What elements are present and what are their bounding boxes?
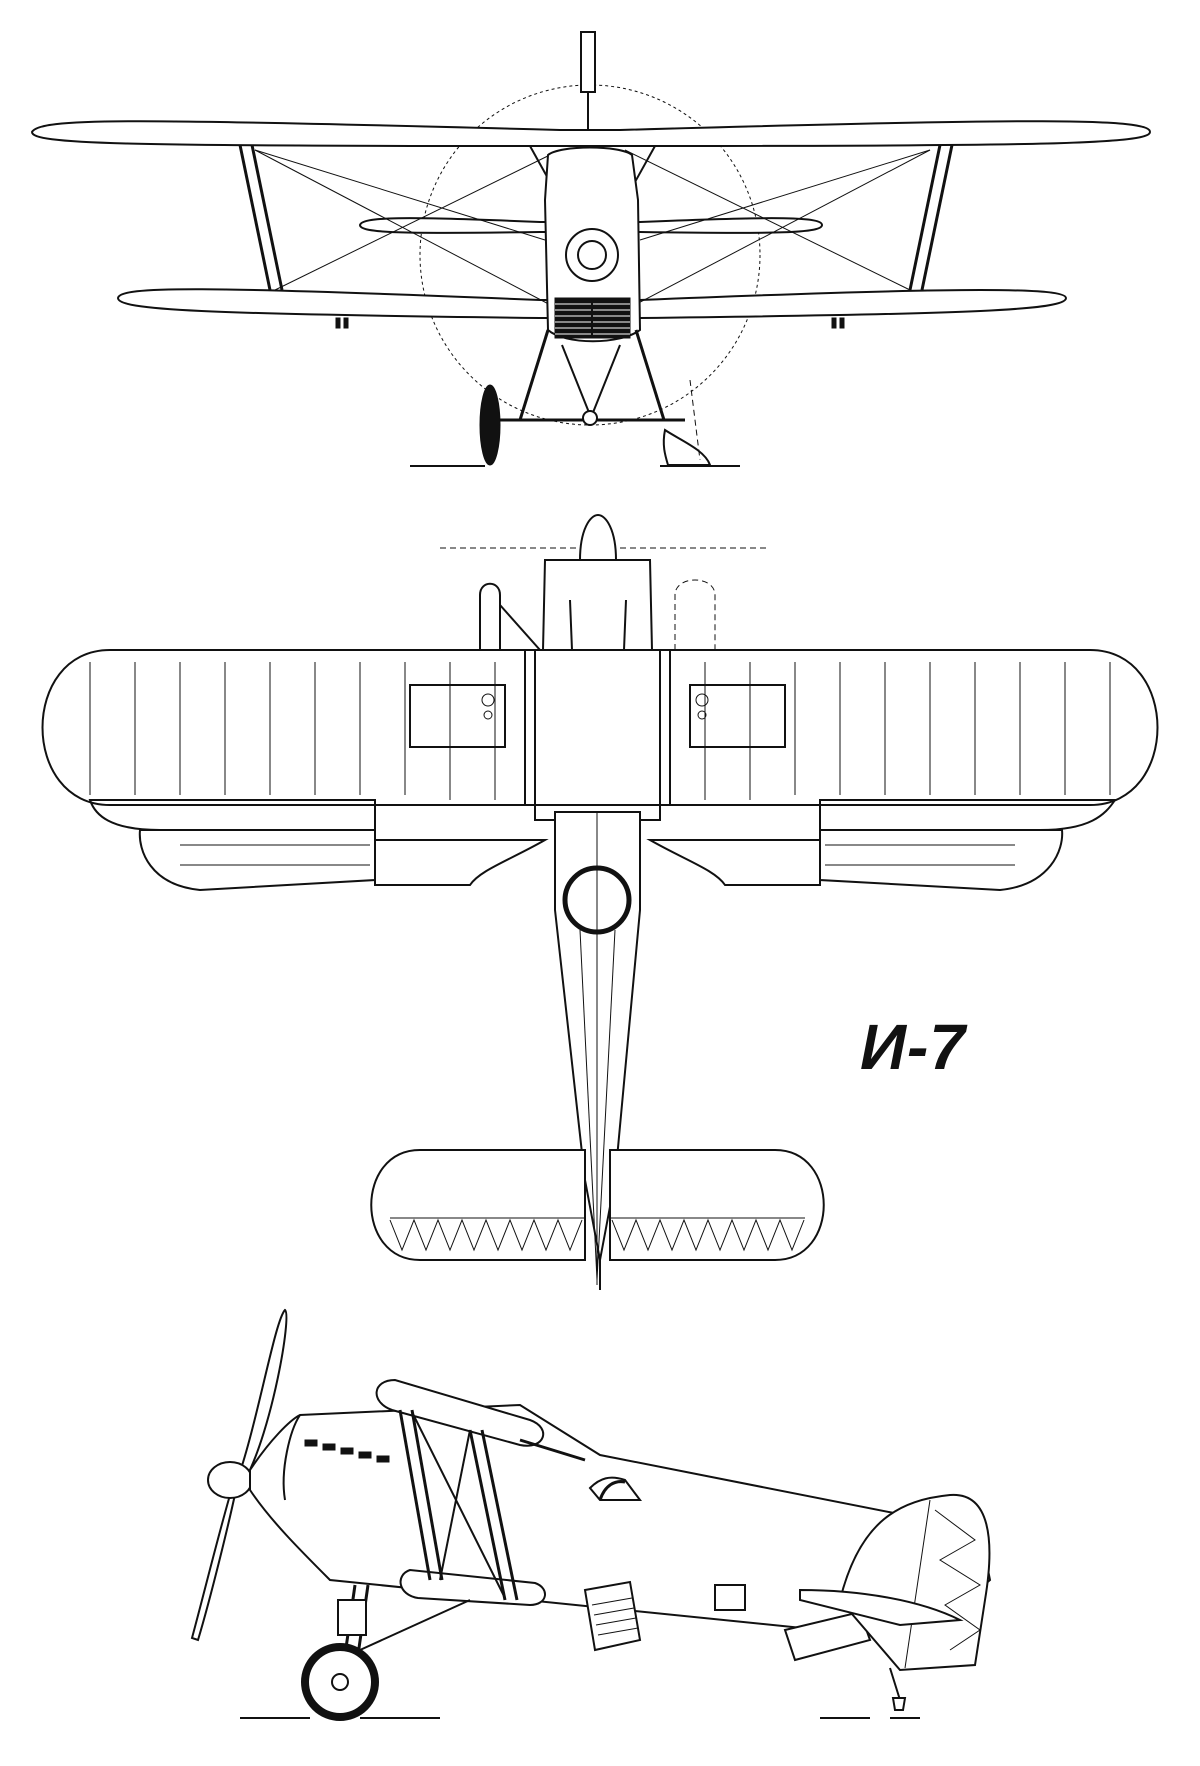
aircraft-designation-label: И-7 [860, 1011, 966, 1083]
front-view [30, 31, 1152, 467]
top-view [41, 513, 1159, 1290]
side-view [190, 1308, 992, 1721]
